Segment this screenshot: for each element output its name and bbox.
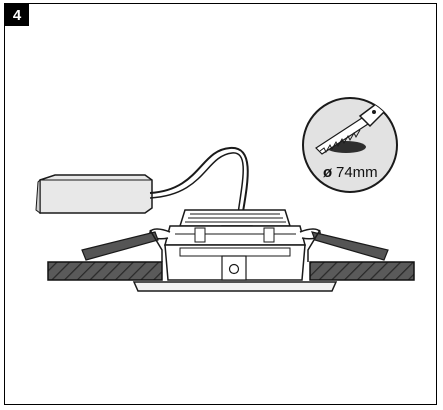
step-number-badge: 4	[5, 4, 29, 26]
spring-clip-left	[81, 228, 171, 262]
power-cable	[149, 146, 249, 231]
diameter-symbol: ø	[323, 164, 333, 181]
diameter-label: 74mm	[336, 164, 378, 181]
spring-clip-right	[299, 228, 389, 262]
ceiling-left	[47, 261, 163, 281]
downlight-fixture	[132, 209, 338, 292]
led-driver-box	[35, 174, 153, 214]
ceiling-right	[309, 261, 415, 281]
hole-cutting-callout: ø 74mm	[302, 97, 398, 193]
